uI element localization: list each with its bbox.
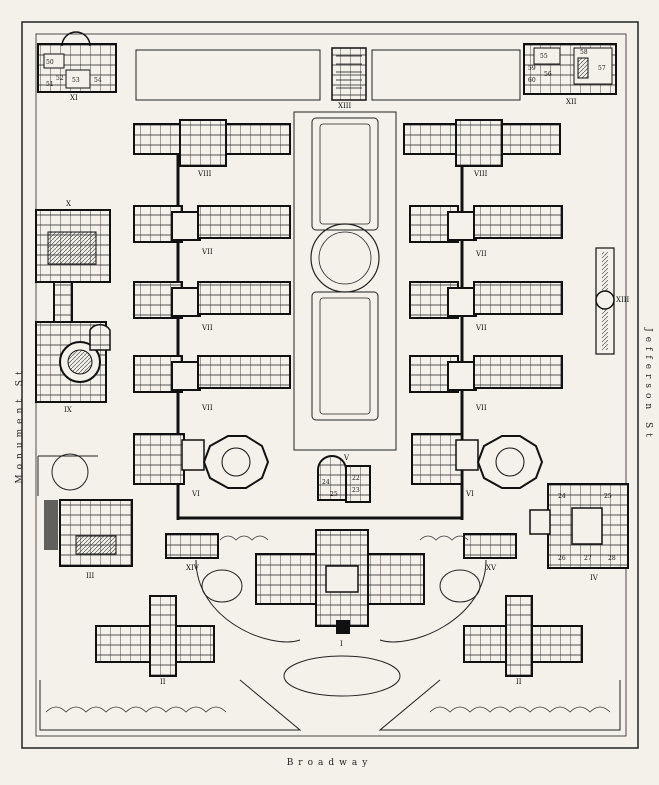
label-VIII-left: VIII — [197, 170, 212, 178]
label-III: III — [86, 572, 95, 580]
building-V: V 22 23 24 25 — [317, 454, 371, 503]
building-XIV: XIII — [331, 47, 367, 110]
building-XII: 55 56 57 58 59 60 XII — [523, 43, 617, 106]
label-VII-right-2: VII — [475, 324, 487, 332]
room-IV-25: 25 — [604, 493, 612, 500]
label-IX: IX — [64, 406, 72, 414]
label-XII: XII — [566, 98, 577, 106]
building-XIII-right: XV — [463, 533, 517, 572]
label-XV: XIII — [616, 296, 630, 304]
room-54: 54 — [94, 77, 102, 84]
label-X: X — [66, 200, 71, 208]
building-IX: IX — [35, 281, 111, 414]
room-56: 56 — [544, 71, 552, 78]
building-XI: 50 51 52 53 54 XI — [37, 31, 117, 102]
building-VII-right-2: VII — [409, 281, 563, 332]
room-59: 59 — [528, 65, 536, 72]
building-II-left: II — [95, 595, 215, 686]
room-25: 25 — [330, 491, 338, 498]
building-IV: 24 25 26 27 28 IV — [529, 483, 629, 582]
room-57: 57 — [598, 65, 606, 72]
room-IV-28: 28 — [608, 555, 616, 562]
room-52: 52 — [56, 75, 64, 82]
room-53: 53 — [72, 77, 80, 84]
label-VII-left-3: VII — [201, 404, 213, 412]
building-I: I — [255, 529, 425, 648]
street-label-left: Monument St — [15, 366, 25, 484]
building-VII-left-2: VII — [133, 281, 291, 332]
room-58: 58 — [580, 49, 588, 56]
room-60: 60 — [528, 77, 536, 84]
label-I: I — [340, 640, 343, 648]
room-22: 22 — [352, 475, 360, 482]
building-VII-left-3: VII — [133, 355, 291, 412]
building-X: X — [35, 200, 111, 283]
street-label-right: Jefferson St — [643, 328, 653, 442]
label-V: V — [343, 454, 350, 462]
label-II-right: II — [516, 678, 522, 686]
label-VII-left-2: VII — [201, 324, 213, 332]
label-VII-right-1: VII — [475, 250, 487, 258]
room-IV-26: 26 — [558, 555, 566, 562]
building-VII-right-1: VII — [409, 205, 563, 258]
label-XIV: XIII — [338, 102, 352, 110]
building-VIII-right: VIII — [403, 119, 561, 178]
label-XIII-right: XV — [486, 564, 497, 572]
room-24: 24 — [322, 479, 330, 486]
top-field-left — [135, 49, 321, 101]
label-II-left: II — [160, 678, 166, 686]
building-VIII-left: VIII — [133, 119, 291, 178]
label-VIII-right: VIII — [473, 170, 488, 178]
building-VI-left: VI — [133, 433, 270, 498]
outer-border — [21, 21, 639, 749]
room-23: 23 — [352, 487, 360, 494]
room-IV-24: 24 — [558, 493, 566, 500]
label-XI: XI — [70, 94, 78, 102]
building-VII-left-1: VII — [133, 205, 291, 256]
building-XV: XIII — [595, 247, 630, 355]
room-50: 50 — [46, 59, 54, 66]
street-label-bottom: Broadway — [286, 758, 373, 768]
label-VI-right: VI — [465, 490, 474, 498]
label-XIII-left: XIV — [186, 564, 200, 572]
label-VII-left-1: VII — [201, 248, 213, 256]
building-VII-right-3: VII — [409, 355, 563, 412]
room-55: 55 — [540, 53, 548, 60]
building-VI-right: VI — [411, 433, 544, 498]
label-VII-right-3: VII — [475, 404, 487, 412]
building-II-right: II — [463, 595, 583, 686]
front-grounds — [39, 535, 621, 731]
building-III: III — [37, 453, 133, 580]
room-IV-27: 27 — [584, 555, 592, 562]
top-field-right — [371, 49, 521, 101]
label-IV: IV — [590, 574, 599, 582]
central-garden — [293, 111, 397, 451]
label-VI-left: VI — [191, 490, 200, 498]
building-XIII-left: XIV — [165, 533, 219, 572]
room-51: 51 — [46, 81, 54, 88]
